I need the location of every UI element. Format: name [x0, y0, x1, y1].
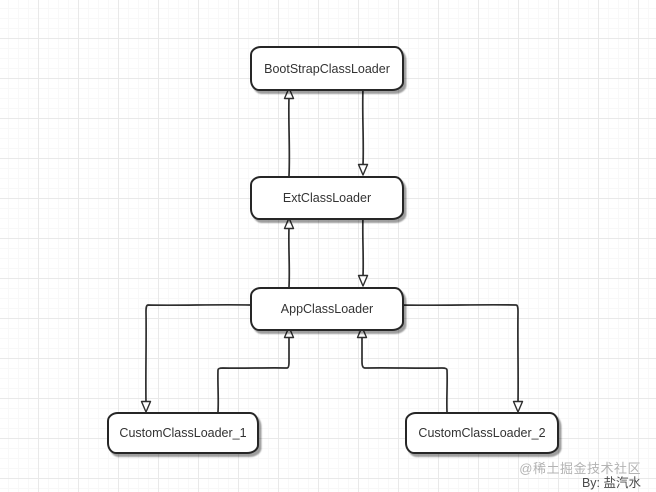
edge-custom2-to-app-arrowhead — [356, 326, 368, 339]
watermark-author: By: 盐汽水 — [581, 476, 641, 490]
edge-bootstrap-to-ext-arrowhead — [357, 163, 369, 176]
edge-custom1-to-app-arrowhead — [283, 326, 295, 339]
edge-app-to-custom1-line — [145, 303, 251, 403]
edge-custom2-to-app-line — [361, 336, 449, 413]
edge-app-to-custom2-line — [399, 303, 519, 403]
node-custom-classloader-2: CustomClassLoader_2 — [405, 412, 559, 454]
node-custom-classloader-1: CustomClassLoader_1 — [107, 412, 259, 454]
watermark-community: @稀土掘金技术社区 — [519, 461, 641, 476]
node-app-classloader: AppClassLoader — [250, 287, 404, 331]
edge-app-to-custom2-arrowhead — [512, 400, 524, 413]
edge-ext-to-app-arrowhead — [357, 274, 369, 287]
edge-app-to-custom1-arrowhead — [140, 400, 152, 413]
node-bootstrap-classloader: BootStrapClassLoader — [250, 46, 404, 91]
node-ext-classloader-label: ExtClassLoader — [282, 191, 372, 205]
edge-app-to-ext-arrowhead — [283, 217, 295, 230]
node-custom-classloader-2-label: CustomClassLoader_2 — [418, 426, 546, 440]
node-ext-classloader: ExtClassLoader — [250, 176, 404, 220]
node-custom-classloader-1-label: CustomClassLoader_1 — [119, 426, 247, 440]
edge-bootstrap-to-ext-line — [361, 87, 365, 166]
edge-ext-to-bootstrap-arrowhead — [283, 87, 295, 100]
edge-custom1-to-app-line — [217, 336, 290, 413]
edge-ext-to-bootstrap-line — [287, 97, 291, 177]
node-app-classloader-label: AppClassLoader — [280, 302, 374, 316]
node-bootstrap-classloader-label: BootStrapClassLoader — [264, 61, 390, 76]
watermark: @稀土掘金技术社区 By: 盐汽水 — [519, 461, 641, 491]
